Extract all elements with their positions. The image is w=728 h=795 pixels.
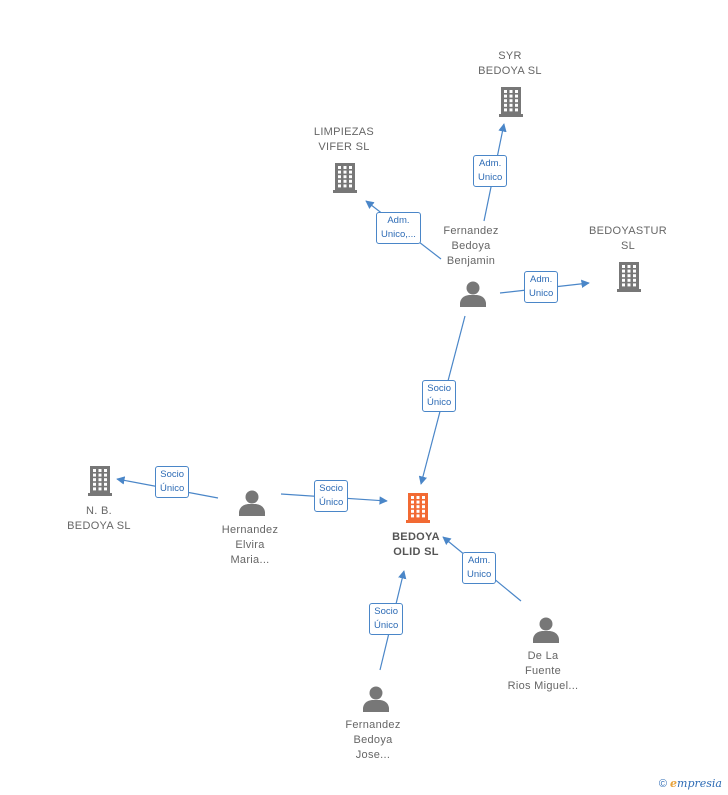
edge-label-line: Adm. xyxy=(530,274,553,285)
node-delafuente-line-3: Rios Miguel... xyxy=(507,680,579,692)
node-nb-label[interactable]: N. B. BEDOYA SL xyxy=(49,504,149,534)
node-syr-building-icon[interactable] xyxy=(499,87,523,117)
node-bedoyastur-line-2: SL xyxy=(620,240,636,252)
node-nb-line-1: N. B. xyxy=(86,505,112,517)
node-delafuente-label[interactable]: De La Fuente Rios Miguel... xyxy=(493,649,593,694)
node-jose-line-3: Jose... xyxy=(355,749,391,761)
node-limpiezas-label[interactable]: LIMPIEZAS VIFER SL xyxy=(294,125,394,155)
node-syr-line-1: SYR xyxy=(498,50,522,62)
node-syr-label[interactable]: SYR BEDOYA SL xyxy=(460,49,560,79)
edge-label-line: Unico xyxy=(478,172,503,183)
edge-label-line: Único xyxy=(319,497,344,508)
edge-label-line: Socio xyxy=(427,383,452,394)
edge-label-line: Socio xyxy=(160,469,185,480)
node-bedoya-olid-label[interactable]: BEDOYA OLID SL xyxy=(366,530,466,560)
node-bedoyastur-label[interactable]: BEDOYASTUR SL xyxy=(578,224,678,254)
edge-label-benjamin-syr[interactable]: Adm. Unico xyxy=(473,155,508,187)
node-bedoyastur-building-icon[interactable] xyxy=(617,262,641,292)
node-jose-line-2: Bedoya xyxy=(353,734,393,746)
edge-label-line: Socio xyxy=(374,606,399,617)
node-limpiezas-building-icon[interactable] xyxy=(333,163,357,193)
node-bedoyastur-line-1: BEDOYASTUR xyxy=(589,225,667,237)
empresia-logo-initial: e xyxy=(670,777,678,790)
node-jose-line-1: Fernandez xyxy=(345,719,401,731)
edge-label-line: Unico xyxy=(467,569,492,580)
edge-label-line: Socio xyxy=(319,483,344,494)
node-hernandez-line-2: Elvira xyxy=(235,539,265,551)
node-benjamin-line-3: Benjamin xyxy=(446,255,496,267)
edge-label-benjamin-limpiezas[interactable]: Adm. Unico,... xyxy=(376,212,421,244)
empresia-logo-text: mpresia xyxy=(677,777,722,790)
edge-label-benjamin-bedoyastur[interactable]: Adm. Unico xyxy=(524,271,559,303)
edge-label-hernandez-olid[interactable]: Socio Único xyxy=(314,480,349,512)
edge-label-hernandez-nb[interactable]: Socio Único xyxy=(155,466,190,498)
edge-label-line: Único xyxy=(427,397,452,408)
node-bedoya-olid-line-2: OLID SL xyxy=(393,546,439,558)
node-benjamin-line-2: Bedoya xyxy=(451,240,491,252)
edge-label-line: Único xyxy=(374,620,399,631)
node-hernandez-line-1: Hernandez xyxy=(221,524,279,536)
node-hernandez-line-3: Maria... xyxy=(230,554,270,566)
edge-label-line: Adm. xyxy=(387,215,410,226)
copyright-symbol: © xyxy=(658,778,667,790)
node-delafuente-line-2: Fuente xyxy=(524,665,562,677)
edge-label-benjamin-olid[interactable]: Socio Único xyxy=(422,380,457,412)
node-hernandez-person-icon[interactable] xyxy=(239,490,265,517)
node-hernandez-label[interactable]: Hernandez Elvira Maria... xyxy=(200,523,300,568)
edge-label-delafuente-olid[interactable]: Adm. Unico xyxy=(462,552,497,584)
node-bedoya-olid-building-icon[interactable] xyxy=(406,493,430,523)
edge-label-line: Adm. xyxy=(468,555,491,566)
node-jose-person-icon[interactable] xyxy=(363,686,389,713)
edge-label-line: Unico,... xyxy=(381,229,416,240)
node-benjamin-label[interactable]: Fernandez Bedoya Benjamin xyxy=(421,224,521,269)
node-syr-line-2: BEDOYA SL xyxy=(478,65,542,77)
node-benjamin-line-1: Fernandez xyxy=(443,225,499,237)
node-benjamin-person-icon[interactable] xyxy=(460,281,486,308)
node-jose-label[interactable]: Fernandez Bedoya Jose... xyxy=(323,718,423,763)
edge-label-jose-olid[interactable]: Socio Único xyxy=(369,603,404,635)
node-nb-building-icon[interactable] xyxy=(88,466,112,496)
node-limpiezas-line-1: LIMPIEZAS xyxy=(313,126,375,138)
node-nb-line-2: BEDOYA SL xyxy=(67,520,131,532)
node-limpiezas-line-2: VIFER SL xyxy=(318,141,370,153)
edge-label-line: Único xyxy=(160,483,185,494)
node-delafuente-person-icon[interactable] xyxy=(533,617,559,644)
edge-label-line: Unico xyxy=(529,288,554,299)
node-bedoya-olid-line-1: BEDOYA xyxy=(392,531,440,543)
edge-label-line: Adm. xyxy=(479,158,502,169)
empresia-watermark: © empresia xyxy=(659,777,722,790)
node-delafuente-line-1: De La xyxy=(527,650,559,662)
